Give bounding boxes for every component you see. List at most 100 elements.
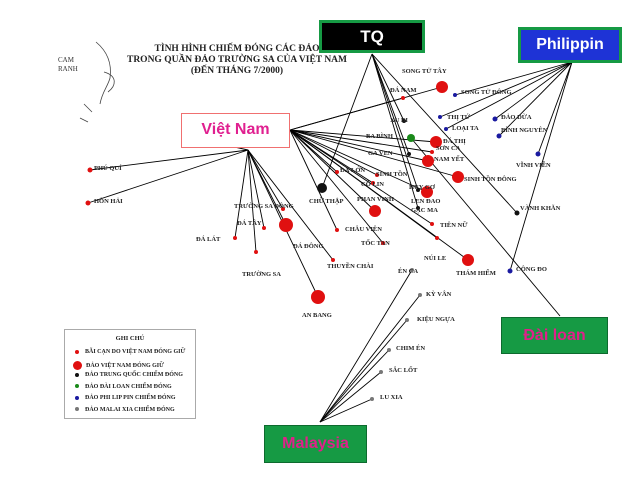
marker-chu-thap [317,183,327,193]
marker-binh-nguyen [496,133,502,139]
legend-title: GHI CHÚ [115,335,145,342]
connector-line [439,61,573,118]
marker-sinh-ton [375,173,379,177]
connector-line [289,129,428,193]
vietnam-box: Việt Nam [181,113,290,148]
legend-dot [75,372,79,377]
connector-line [371,53,419,191]
label-nam-yet: NAM YẾT [434,156,465,163]
legend-item-label: ĐẢO MALAI XIA CHIẾM ĐÓNG [85,406,175,413]
label-da-thi: ĐÁ THỊ [443,138,466,145]
label-song-tu-dong: SONG TỬ ĐÔNG [461,89,512,96]
marker-thi-tu [438,115,442,119]
marker-an-bang [311,290,325,304]
marker-cong-do [507,268,513,274]
label-ky-van: KỲ VÂN [426,291,452,298]
connector-line [509,61,573,272]
china-box-label: TQ [360,27,384,46]
connector-line [247,149,265,229]
connector-line [454,61,573,96]
connector-line [247,149,334,261]
label-hon-hai: HÒN HẢI [94,198,123,205]
connector-line [289,129,433,153]
legend-item-label: ĐẢO TRUNG QUỐC CHIẾM ĐÓNG [85,372,183,378]
connector-line [289,129,433,225]
marker-lu-xia [370,397,374,401]
label-cong-do: CÔNG ĐO [516,266,547,273]
label-sinh-ton-dong: SINH TỒN ĐÔNG [464,176,517,183]
connector-line [247,149,284,210]
philippines-box: Philippin [518,27,622,63]
legend-item-label: BÃI CẠN DO VIỆT NAM ĐÓNG GIỮ [85,349,186,355]
connector-line [289,129,384,244]
label-truong-sa: TRƯỜNG SA [242,271,281,278]
legend-item-label: ĐẢO ĐÀI LOAN CHIẾM ĐÓNG [85,383,172,390]
marker-len-dao [421,186,433,198]
marker-da-lat [233,236,237,240]
connector-line [319,269,413,423]
legend-item: ĐẢO MALAI XIA CHIẾM ĐÓNG [73,407,175,413]
label-chim-en: CHIM ÉN [396,345,426,352]
marker-hon-hai [85,200,91,206]
label-son-ca: SƠN CA [436,145,461,152]
map-title: TÌNH HÌNH CHIẾM ĐÓNG CÁC ĐẢO TRONG QUẦN … [112,44,362,77]
connector-line [371,53,419,209]
connector-line [319,294,421,423]
marker-vinh-vien [535,151,541,157]
legend-item: ĐẢO VIỆT NAM ĐÓNG GIỮ [73,360,164,370]
marker-ga-ven [407,152,411,156]
label-truong-sa-dong: TRƯỜNG SA ĐÔNG [234,203,294,210]
marker-truong-sa-dong [281,207,285,211]
marker-chim-en [387,348,391,352]
cam-ranh-line-1: CAM [58,56,74,64]
marker-loai-ta [444,127,448,131]
legend-item-label: ĐẢO PHI LIP PIN CHIẾM ĐÓNG [85,395,176,401]
legend-dot [75,407,79,412]
marker-nui-le [435,236,439,240]
label-gac-ma: GẠC MA [411,207,438,214]
connector-line [319,319,408,423]
legend-dot [75,349,79,354]
marker-vanh-khan [514,210,520,216]
connector-line [498,61,573,137]
connector-line [445,61,573,130]
connector-line [289,129,376,212]
marker-da-thi [430,136,442,148]
legend-dot [75,395,79,400]
cam-ranh-coastline [79,41,115,123]
label-da-lon: ĐÁ LỚN [340,167,366,174]
marker-thuyen-chai [331,258,335,262]
marker-ky-van [418,293,422,297]
connector-line [289,129,338,231]
connector-line [87,149,249,204]
marker-toc-tan [381,241,385,245]
marker-co-lin [371,181,375,185]
cam-ranh-label: CAM RANH [58,56,78,74]
label-len-dao: LEN ĐAO [411,198,441,205]
marker-gac-ma [416,206,420,210]
marker-da-tay [262,226,266,230]
label-da-nam: ĐÁ NAM [390,87,417,94]
legend-item: ĐẢO ĐÀI LOAN CHIẾM ĐÓNG [73,384,172,390]
taiwan-box-label: Đài loan [523,327,586,344]
connector-line [321,53,373,189]
malaysia-box-label: Malaysia [282,435,349,452]
marker-en-ca [410,268,414,272]
label-sinh-ton: SINH TỒN [376,171,408,178]
label-chu-thap: CHỮ THẬP [309,198,344,205]
title-line-3: (ĐẾN THÁNG 7/2000) [190,66,284,76]
marker-da-nam [401,96,405,100]
legend: GHI CHÚ BÃI CẠN DO VIỆT NAM ĐÓNG GIỮ ĐẢO … [64,329,196,419]
marker-sinh-ton-dong [452,171,464,183]
legend-item: BÃI CẠN DO VIỆT NAM ĐÓNG GIỮ [73,349,185,355]
marker-da-lon [335,170,339,174]
title-line-2: TRONG QUẦN ĐẢO TRƯỜNG SA CỦA VIỆT NAM [126,55,348,65]
legend-dot [75,384,79,389]
label-da-dong: ĐÁ ĐÔNG [293,243,324,250]
label-co-lin: CÔ LIN [361,181,384,188]
label-thuyen-chai: THUYỀN CHÀI [327,263,374,270]
legend-dot [73,360,82,370]
label-vinh-vien: VĨNH VIỄN [516,162,551,169]
marker-sac-lot [379,370,383,374]
label-da-tay: ĐÁ TÂY [237,220,262,227]
